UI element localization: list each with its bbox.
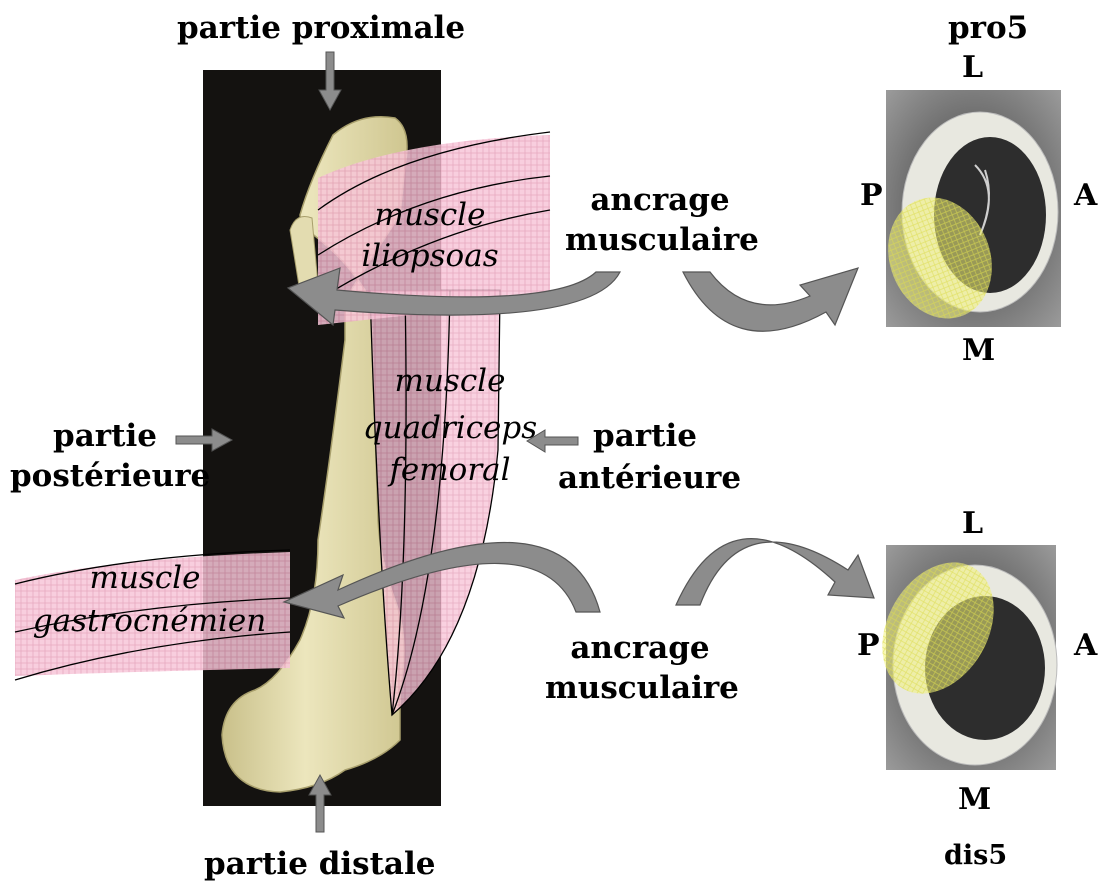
posterior-label-line-1: partie (10, 418, 200, 454)
anchor-top-arrow-right (683, 268, 858, 331)
distal-orient-top: L (962, 506, 983, 541)
anterior-label-line-1: partie (570, 418, 720, 454)
anchor-top-label-line-1: ancrage (565, 182, 755, 218)
distal-orient-bottom: M (958, 782, 991, 817)
posterior-label-line-2: postérieure (10, 458, 210, 494)
iliopsoas-label-line-1: muscle (345, 197, 515, 233)
quadriceps-label-line-1: muscle (375, 363, 525, 399)
proximal-orient-right: A (1074, 178, 1097, 213)
distal-section-title: dis5 (944, 838, 1007, 874)
distal-orient-left: P (857, 628, 880, 663)
quadriceps-label-line-3: femoral (370, 452, 530, 488)
anterior-label-line-2: antérieure (558, 460, 738, 496)
proximal-section-title: pro5 (948, 10, 1028, 46)
gastrocnemius-label-line-1: muscle (60, 560, 230, 596)
gastrocnemius-label-line-2: gastrocnémien (12, 603, 287, 639)
distal-label: partie distale (204, 846, 436, 882)
distal-orient-right: A (1074, 628, 1097, 663)
proximal-orient-top: L (962, 50, 983, 85)
anchor-bottom-label-line-2: musculaire (545, 670, 735, 706)
quadriceps-muscle (370, 290, 500, 715)
proximal-orient-left: P (860, 178, 883, 213)
proximal-label: partie proximale (177, 10, 465, 46)
anchor-bottom-label-line-1: ancrage (545, 630, 735, 666)
quadriceps-label-line-2: quadriceps (360, 410, 540, 446)
anchor-top-label-line-2: musculaire (565, 222, 755, 258)
anchor-bottom-arrow-right (676, 539, 874, 605)
iliopsoas-label-line-2: iliopsoas (345, 238, 515, 274)
proximal-orient-bottom: M (962, 333, 995, 368)
